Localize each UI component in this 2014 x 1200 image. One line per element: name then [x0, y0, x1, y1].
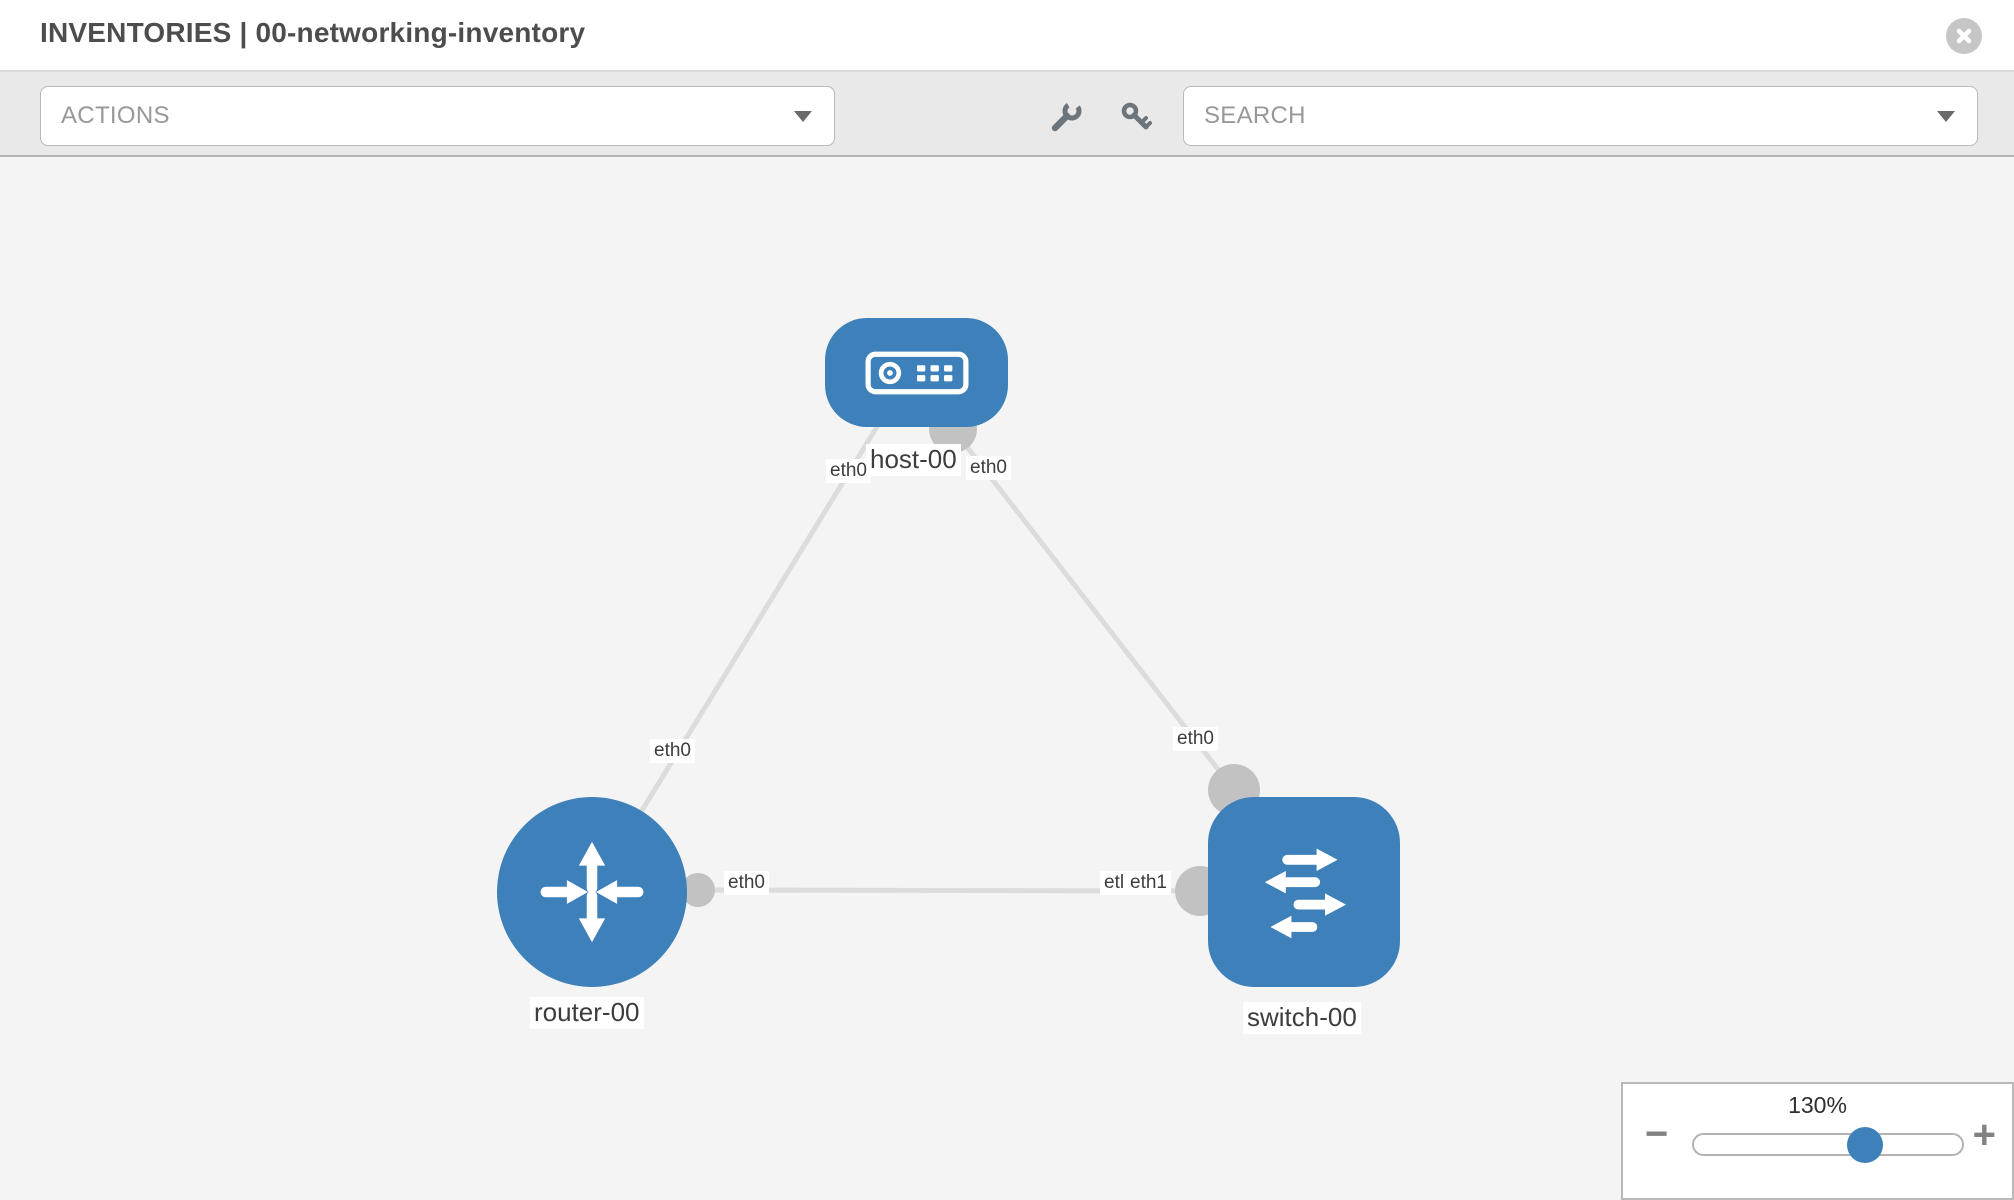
host-icon [865, 351, 968, 394]
toolbar: ACTIONS SEARCH [0, 72, 2014, 157]
zoom-slider-track[interactable] [1692, 1133, 1964, 1156]
wrench-icon[interactable] [1050, 101, 1082, 133]
node-host-00[interactable] [825, 318, 1008, 427]
zoom-control-panel: 130% − + [1621, 1082, 2014, 1200]
actions-dropdown-label: ACTIONS [61, 102, 170, 129]
actions-dropdown[interactable]: ACTIONS [40, 86, 835, 146]
interface-label-eth0: eth0 [1173, 727, 1218, 751]
zoom-out-button[interactable]: − [1645, 1112, 1669, 1156]
header-bar: INVENTORIES | 00-networking-inventory [0, 0, 2014, 72]
node-label-switch: switch-00 [1243, 1002, 1361, 1034]
search-dropdown[interactable]: SEARCH [1183, 86, 1978, 146]
zoom-level-value: 130% [1788, 1092, 1847, 1118]
interface-label-eth0: eth0 [826, 459, 871, 483]
interface-label-eth0: eth0 [650, 739, 695, 763]
router-icon [540, 841, 644, 943]
interface-label-eth0: eth0 [966, 456, 1011, 480]
interface-label-eth0: eth0 [724, 871, 769, 895]
node-router-00[interactable] [497, 797, 687, 987]
zoom-in-button[interactable]: + [1972, 1113, 1996, 1157]
key-icon[interactable] [1120, 101, 1152, 133]
close-button[interactable] [1946, 18, 1982, 54]
caret-down-icon [794, 110, 812, 122]
caret-down-icon [1937, 110, 1955, 122]
close-icon [1956, 28, 1972, 44]
port-router-eth0 [681, 873, 715, 907]
node-label-router: router-00 [530, 997, 644, 1029]
topology-canvas[interactable]: host-00 router-00 switch-00 eth0 eth0 et… [0, 157, 2014, 1200]
node-switch-00[interactable] [1208, 797, 1400, 987]
search-dropdown-label: SEARCH [1204, 102, 1306, 129]
zoom-slider-handle[interactable] [1847, 1127, 1883, 1163]
node-label-host: host-00 [866, 444, 961, 476]
page-title: INVENTORIES | 00-networking-inventory [40, 17, 586, 48]
interface-label-eth1: eth1 [1126, 871, 1171, 895]
links-layer [589, 405, 1260, 916]
interface-label-clipped: etl [1100, 871, 1129, 895]
switch-icon [1264, 848, 1346, 939]
